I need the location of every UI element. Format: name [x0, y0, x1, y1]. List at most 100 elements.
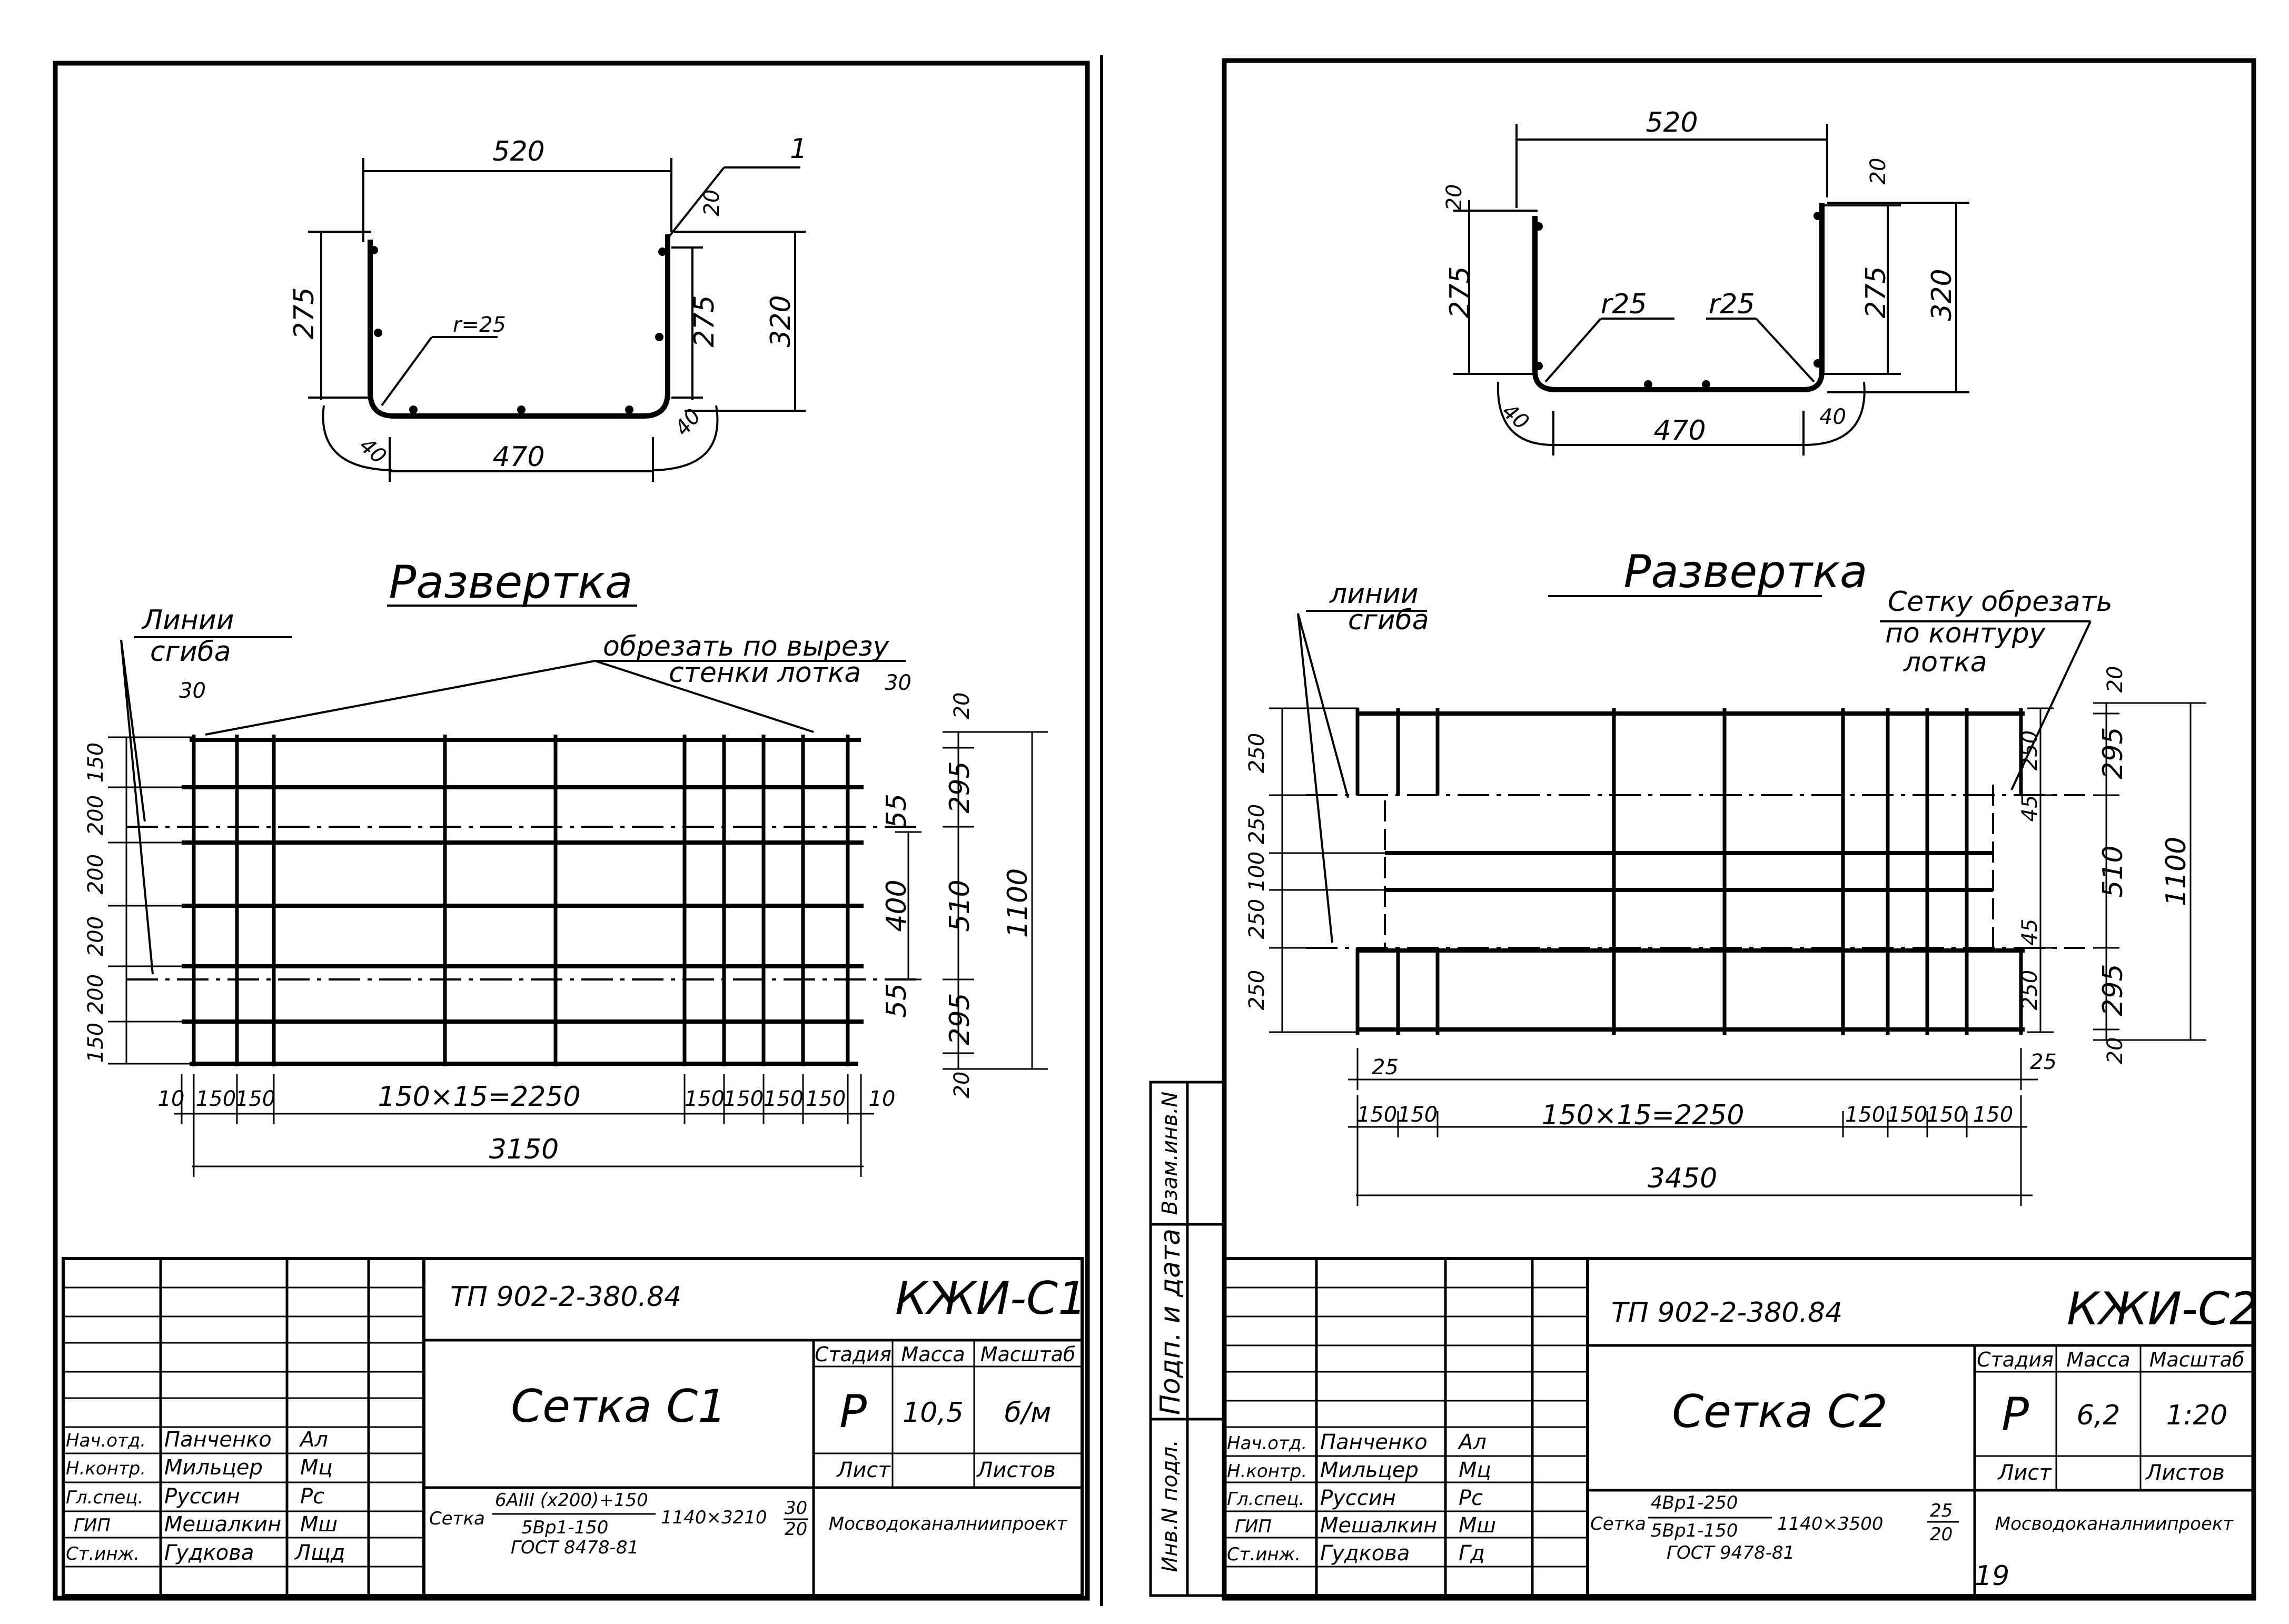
left-bottom-4: 150×15=2250 — [378, 1081, 581, 1113]
left-dim-row-6: 150 — [84, 1023, 108, 1063]
right-value-scale: 1:20 — [2166, 1400, 2228, 1431]
left-dim-mid-2: 295 — [944, 761, 976, 813]
right-bottom-small-left: 25 — [1372, 1055, 1399, 1080]
left-mesh — [108, 731, 1048, 1177]
left-dim-row-5: 200 — [84, 974, 108, 1014]
right-bend-label-2: сгиба — [1348, 605, 1429, 636]
right-dim-left-top-offset: 20 — [1442, 184, 1466, 211]
left-header-mass: Масса — [901, 1343, 965, 1366]
left-signature-1: Ал — [299, 1428, 328, 1452]
side-label-inventory: Инв.N подл. — [1158, 1440, 1182, 1572]
right-dim-mid-2: 295 — [2097, 727, 2129, 779]
left-spec-size: 1140×3210 — [661, 1507, 767, 1528]
right-sheet-frame — [1222, 58, 2256, 1601]
left-gost: ГОСТ 8478-81 — [511, 1537, 639, 1558]
right-notes: линии сгиба Сетку обрезать по контуру ло… — [1297, 578, 2113, 943]
right-bottom-1: 150 — [1357, 1103, 1397, 1127]
left-signature-3: Рс — [300, 1484, 324, 1509]
left-unfold-title: Развертка — [389, 556, 632, 609]
left-dim-mid-4: 295 — [944, 993, 976, 1045]
left-spec-bottom: 5Вр1-150 — [521, 1517, 608, 1538]
right-radius-left: r25 — [1601, 289, 1647, 320]
left-person-2: Мильцер — [164, 1455, 263, 1480]
left-bottom-5: 150 — [685, 1087, 725, 1111]
right-dim-left-height: 275 — [1444, 266, 1476, 318]
right-role-3: Гл.спец. — [1227, 1489, 1304, 1510]
right-bottom-2: 150 — [1398, 1103, 1438, 1127]
left-value-stage: Р — [839, 1385, 867, 1438]
left-sheet-label: Лист — [836, 1458, 891, 1482]
right-mesh-dims: 250 250 100 250 250 250 45 45 250 20 295… — [1245, 666, 2192, 1194]
right-header-scale: Масштаб — [2149, 1348, 2245, 1371]
left-person-5: Гудкова — [164, 1541, 254, 1565]
right-person-4: Мешалкин — [1320, 1513, 1437, 1538]
left-bottom-6: 150 — [724, 1087, 764, 1111]
right-organization: Мосводоканалниипроект — [1995, 1513, 2234, 1534]
left-dim-mid-3: 510 — [944, 879, 976, 932]
right-side-strip: Взам.инв.N Подп. и дата Инв.N подл. — [1149, 1081, 1226, 1597]
left-project-number: ТП 902-2-380.84 — [450, 1281, 681, 1313]
right-bottom-total: 3450 — [1648, 1163, 1717, 1194]
right-stamp: ТП 902-2-380.84 КЖИ-С2 Сетка С2 Стадия М… — [1223, 1257, 2258, 1597]
right-bottom-3: 150×15=2250 — [1542, 1100, 1745, 1131]
left-bend-label-1: Линии — [141, 605, 234, 636]
left-bottom-7: 150 — [764, 1087, 804, 1111]
right-dim-inner-1: 250 — [2018, 730, 2042, 770]
right-dim-right-height: 275 — [1860, 266, 1892, 318]
right-value-stage: Р — [2001, 1388, 2029, 1441]
left-drawing-title: Сетка С1 — [511, 1380, 727, 1433]
right-value-mass: 6,2 — [2077, 1400, 2120, 1431]
left-spec-top: 6АIII (x200)+150 — [495, 1490, 648, 1511]
right-gost: ГОСТ 9478-81 — [1667, 1542, 1795, 1563]
side-label-signature: Подп. и дата — [1155, 1229, 1186, 1415]
left-dim-row-2: 200 — [84, 795, 108, 835]
left-bottom-1: 10 — [158, 1087, 185, 1111]
left-sheet-frame — [53, 61, 1090, 1601]
right-bottom-6: 150 — [1927, 1103, 1967, 1127]
right-role-4: ГИП — [1235, 1516, 1272, 1537]
right-dim-top-width: 520 — [1646, 107, 1698, 138]
right-bottom-7: 150 — [1973, 1103, 2013, 1127]
left-dim-mid-1: 20 — [950, 692, 974, 719]
right-spec-prefix: Сетка — [1590, 1513, 1646, 1534]
left-signature-5: Лщд — [294, 1541, 345, 1565]
left-stamp: ТП 902-2-380.84 КЖИ-С1 Сетка С1 Стадия М… — [62, 1257, 1087, 1597]
right-dim-total: 1100 — [2161, 837, 2192, 906]
left-bottom-9: 10 — [869, 1087, 896, 1111]
right-signature-2: Мц — [1459, 1458, 1491, 1482]
right-bottom-5: 150 — [1887, 1103, 1927, 1127]
right-dim-total-height: 320 — [1926, 269, 1958, 321]
left-header-stage: Стадия — [815, 1343, 891, 1366]
left-role-2: Н.контр. — [66, 1458, 146, 1479]
left-spec-prefix: Сетка — [429, 1508, 485, 1529]
left-dim-inner-2: 400 — [881, 879, 913, 932]
left-dim-top-width: 520 — [492, 136, 544, 167]
left-person-4: Мешалкин — [164, 1512, 281, 1537]
side-label-replaced: Взам.инв.N — [1158, 1092, 1182, 1215]
right-profile — [1453, 124, 1969, 455]
left-role-1: Нач.отд. — [66, 1430, 146, 1451]
left-dim-left-height: 275 — [289, 287, 320, 339]
right-corner-left: 40 — [1498, 399, 1534, 434]
right-mesh — [1269, 702, 2206, 1206]
left-spec-frac-bottom: 20 — [785, 1519, 807, 1540]
right-spec-frac-bottom: 20 — [1930, 1524, 1953, 1545]
left-dim-inner-1: 55 — [881, 794, 913, 828]
left-bend-note: Линии сгиба обрезать по вырезу стенки ло… — [120, 605, 911, 975]
left-organization: Мосводоканалниипроект — [829, 1513, 1068, 1534]
left-role-4: ГИП — [74, 1515, 111, 1536]
left-dim-inner-3: 55 — [881, 983, 913, 1018]
left-dim-right-height: 275 — [689, 295, 720, 347]
left-callout-number: 1 — [790, 133, 807, 165]
left-profile-labels: 520 470 275 275 320 20 r=25 40 40 1 — [289, 133, 807, 473]
left-dim-top-offset: 20 — [700, 190, 724, 216]
right-bottom-small-right: 25 — [2030, 1050, 2057, 1074]
left-role-5: Ст.инж. — [66, 1543, 140, 1564]
right-spec-bottom: 5Вр1-150 — [1651, 1520, 1738, 1541]
right-person-2: Мильцер — [1320, 1458, 1419, 1482]
right-role-1: Нач.отд. — [1227, 1433, 1307, 1454]
left-spec-frac-top: 30 — [785, 1498, 807, 1519]
right-bend-label-1: линии — [1329, 578, 1419, 610]
right-dim-row-5: 250 — [1245, 970, 1269, 1010]
